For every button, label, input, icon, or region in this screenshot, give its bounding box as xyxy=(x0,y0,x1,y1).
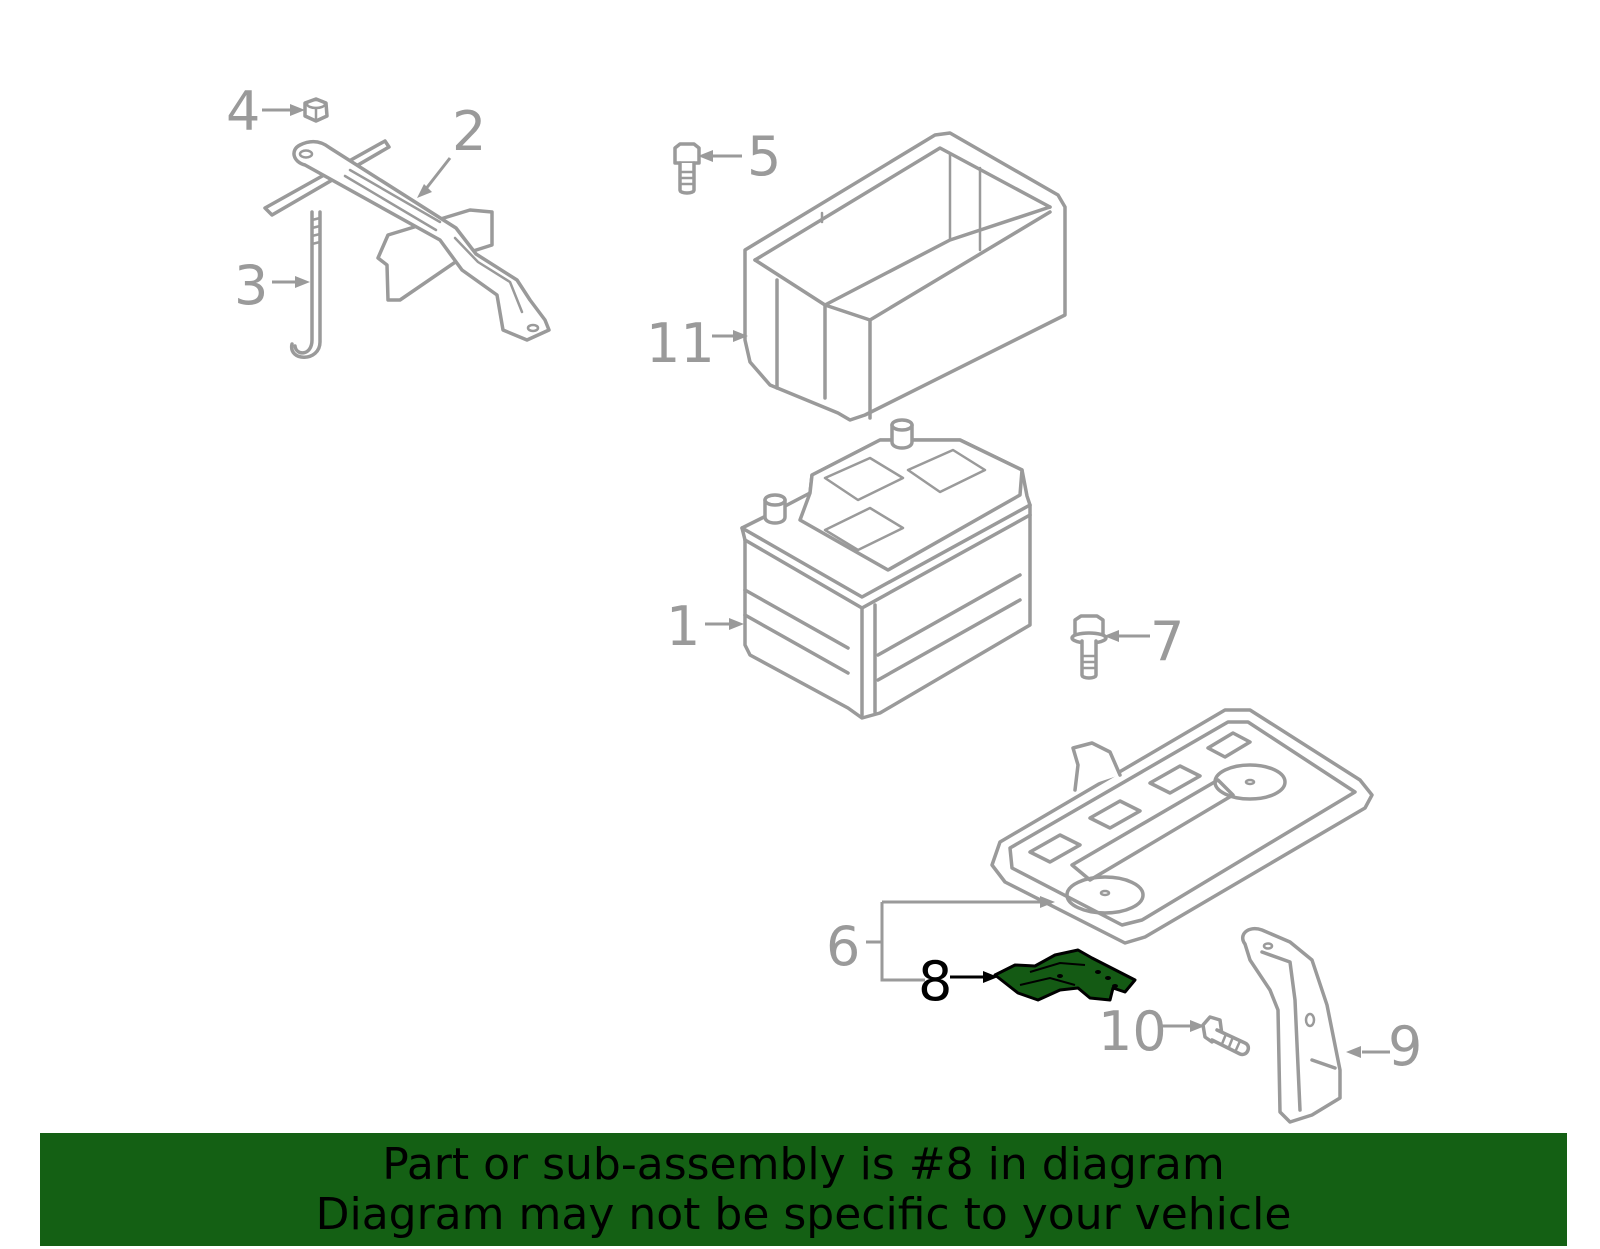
callout-5: 5 xyxy=(747,125,781,188)
callout-labels: 4 2 3 5 11 1 7 6 8 10 9 xyxy=(226,80,1422,1078)
part-4-nut xyxy=(303,97,329,123)
part-5-bolt xyxy=(673,142,701,195)
battery-terminal-negative xyxy=(763,493,787,525)
callout-9: 9 xyxy=(1388,1015,1422,1078)
battery-terminal-positive xyxy=(890,418,914,450)
callout-11: 11 xyxy=(646,312,715,375)
info-banner: Part or sub-assembly is #8 in diagram Di… xyxy=(40,1133,1567,1246)
callout-7: 7 xyxy=(1150,610,1184,673)
part-9-bracket xyxy=(1240,927,1342,1124)
banner-line-2: Diagram may not be specific to your vehi… xyxy=(315,1188,1292,1240)
callout-10: 10 xyxy=(1098,1000,1167,1063)
callout-2: 2 xyxy=(452,100,486,163)
callout-6: 6 xyxy=(826,915,860,978)
part-11-battery-cover xyxy=(743,131,1067,422)
leader-lines xyxy=(262,104,1390,1058)
part-2-hold-down-clamp xyxy=(263,139,551,342)
callout-8[interactable]: 8 xyxy=(918,950,952,1013)
part-6-battery-tray xyxy=(990,708,1374,945)
callout-4: 4 xyxy=(226,80,260,143)
part-10-screw xyxy=(1201,1015,1251,1057)
part-7-bolt xyxy=(1070,614,1108,680)
callout-3: 3 xyxy=(234,254,268,317)
part-3-j-bolt xyxy=(290,210,322,359)
part-8-bracket-highlighted[interactable] xyxy=(993,948,1137,1002)
banner-line-1: Part or sub-assembly is #8 in diagram xyxy=(382,1138,1225,1190)
part-1-battery xyxy=(740,418,1032,720)
callout-1: 1 xyxy=(666,595,700,658)
